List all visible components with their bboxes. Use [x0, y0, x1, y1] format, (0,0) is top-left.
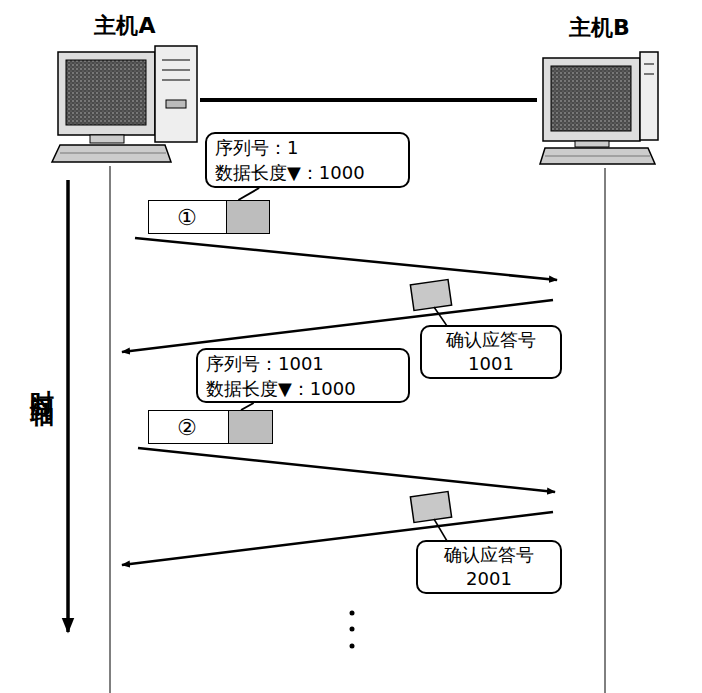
segment-callout: 序列号：1001数据长度▼：1000 — [196, 348, 410, 403]
continuation-dot — [350, 627, 355, 632]
axis-label: 时间轴 — [26, 370, 58, 388]
ack-callout: 确认应答号 1001 — [420, 325, 562, 379]
message-arrow — [138, 448, 555, 492]
host-name: 主机A — [50, 12, 200, 40]
host-computer: 主机B — [537, 14, 662, 186]
connector-line — [200, 98, 537, 102]
ack-number: 确认应答号 1001 — [436, 328, 546, 376]
host-computer: 主机A — [50, 12, 200, 188]
computer-illustration — [52, 46, 197, 162]
ack-packet — [410, 491, 451, 522]
ack-packet — [410, 279, 451, 310]
callout-number: ② — [177, 415, 197, 440]
connector-line — [241, 403, 254, 410]
ack-callout: 确认应答号 2001 — [416, 540, 562, 594]
computer-illustration — [540, 52, 658, 164]
continuation-dot — [350, 644, 355, 649]
continuation-dot — [350, 611, 355, 616]
segment-field: 数据长度▼：1000 — [215, 160, 400, 185]
timeline — [110, 166, 111, 693]
timeline — [605, 168, 606, 693]
segment-field: 序列号：1001 — [206, 351, 400, 376]
callout-number: ① — [177, 205, 197, 230]
leader-line — [434, 307, 447, 326]
segment-callout: 序列号：1数据长度▼：1000 — [205, 132, 410, 188]
host-name: 主机B — [537, 14, 662, 42]
data-packet: ② — [148, 410, 273, 444]
ack-number: 确认应答号 2001 — [432, 543, 546, 591]
leader-line — [434, 519, 447, 541]
message-arrow — [135, 238, 557, 280]
data-packet: ① — [148, 200, 270, 234]
connector-line — [238, 188, 259, 200]
segment-field: 数据长度▼：1000 — [206, 376, 400, 401]
time-axis-arrow — [66, 180, 70, 632]
segment-field: 序列号：1 — [215, 135, 400, 160]
